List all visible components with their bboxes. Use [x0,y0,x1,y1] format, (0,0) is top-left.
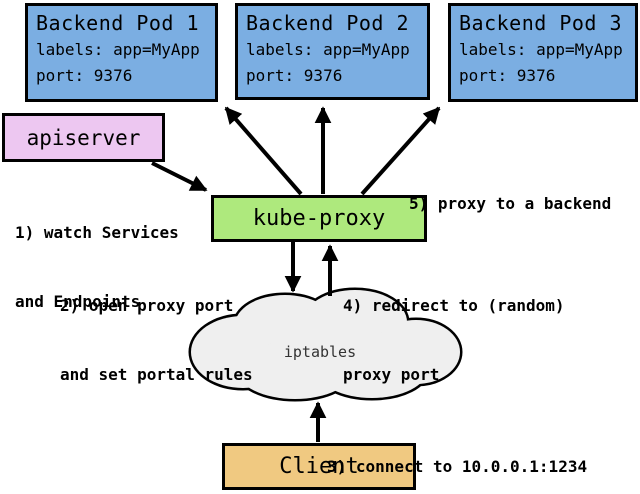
step4-line2: proxy port [343,365,440,384]
pod-port: port: 9376 [246,66,343,85]
step2-line1: 2) open proxy port [60,296,234,315]
pod-title: Backend Pod 1 [36,11,200,35]
client-label: Client [279,454,359,479]
client-box: Client [222,443,416,490]
step5-proxy-backend-label: 5) proxy to a backend [409,146,611,261]
backend-pod-1-box: Backend Pod 1 labels: app=MyApp port: 93… [25,3,218,102]
pod-port: port: 9376 [36,66,133,85]
step3-line1: 3) connect to 10.0.0.1:1234 [327,457,588,476]
step1-watch-services-label: 1) watch Services and Endpoints [15,175,179,359]
step5-line1: 5) proxy to a backend [409,194,612,213]
apiserver-label: apiserver [26,125,141,150]
step4-line1: 4) redirect to (random) [343,296,565,315]
pod-labels: labels: app=MyApp [246,40,410,59]
pod-labels: labels: app=MyApp [36,40,200,59]
step1-line2: and Endpoints [15,292,141,311]
apiserver-box: apiserver [2,113,165,162]
pod-title: Backend Pod 2 [246,11,410,35]
pod-port: port: 9376 [459,66,556,85]
step1-line1: 1) watch Services [15,223,179,242]
backend-pod-2-box: Backend Pod 2 labels: app=MyApp port: 93… [235,3,430,100]
step4-redirect-label: 4) redirect to (random) proxy port [343,248,565,432]
kube-proxy-box: kube-proxy [211,195,427,242]
backend-pod-3-box: Backend Pod 3 labels: app=MyApp port: 93… [448,3,638,102]
step3-connect-label: 3) connect to 10.0.0.1:1234 [327,409,587,494]
pod-title: Backend Pod 3 [459,11,623,35]
pod-labels: labels: app=MyApp [459,40,623,59]
arrow-kube-proxy-to-pod-1 [224,106,303,196]
kube-proxy-label: kube-proxy [252,206,386,231]
step2-line2: and set portal rules [60,365,253,384]
step2-open-proxy-port-label: 2) open proxy port and set portal rules [60,248,253,432]
